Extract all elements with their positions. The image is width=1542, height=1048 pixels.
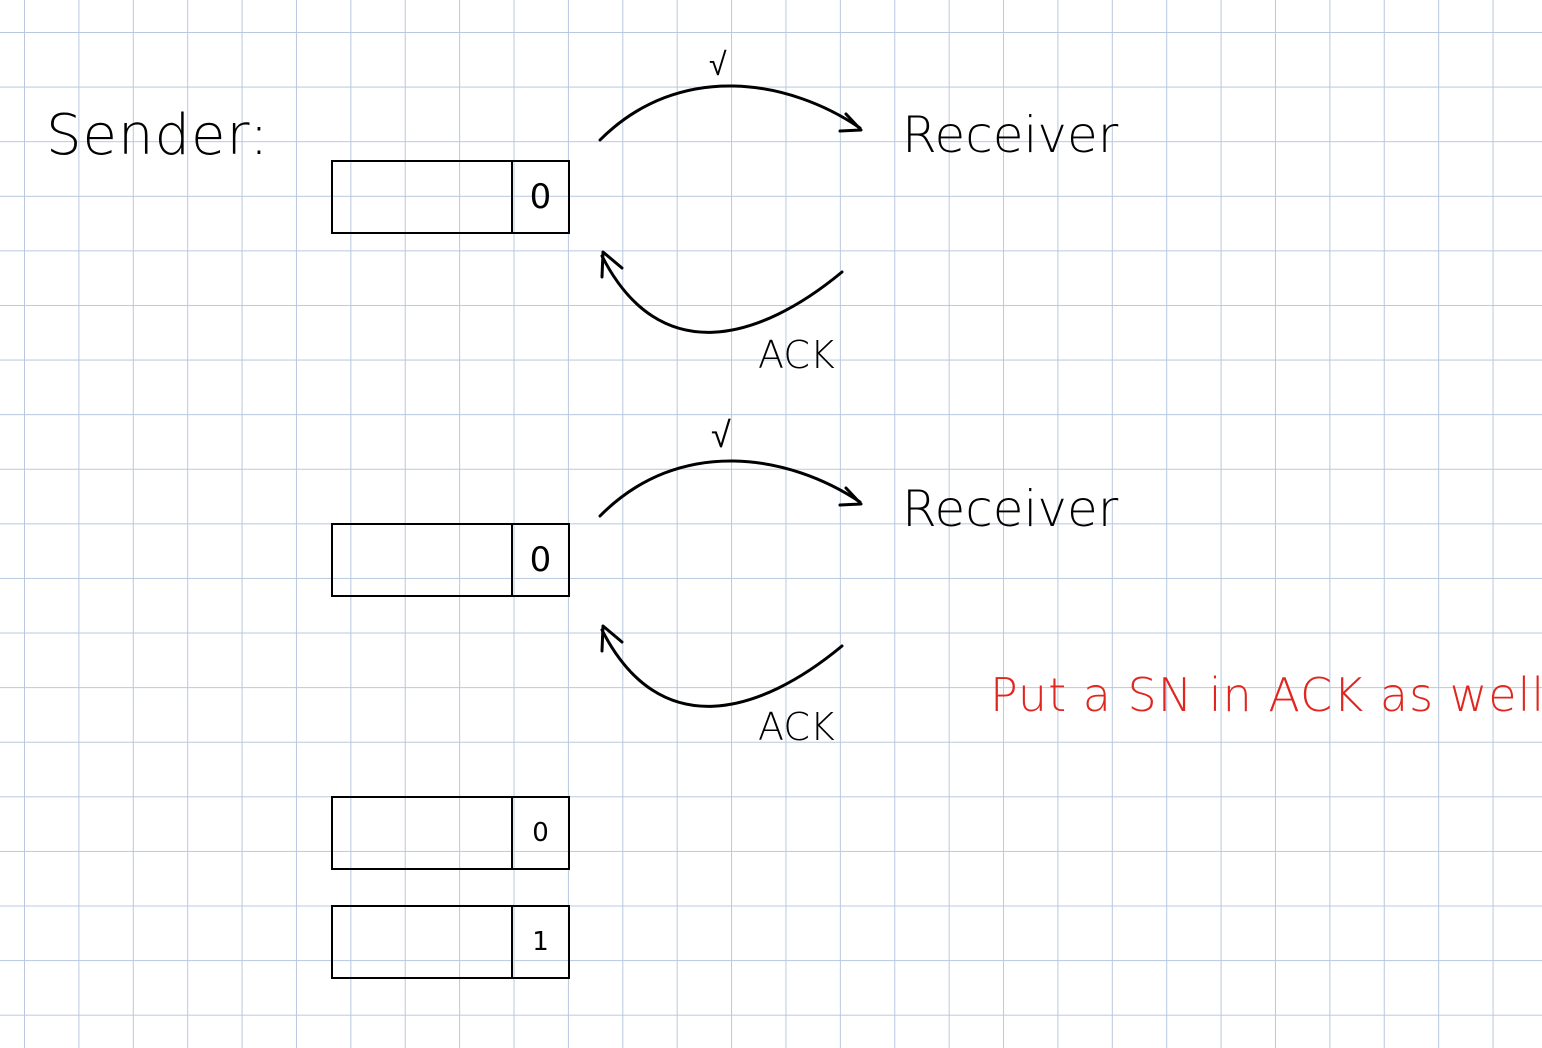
send-arrowhead-2 bbox=[838, 486, 863, 507]
packet-2-payload bbox=[333, 525, 513, 595]
packet-4: 1 bbox=[331, 905, 570, 979]
ack-arrowhead-1 bbox=[600, 250, 624, 279]
ack-arrow-2 bbox=[600, 628, 844, 708]
send-arrowhead-1 bbox=[838, 112, 863, 133]
packet-2-sequence-number: 0 bbox=[529, 540, 552, 580]
packet-4-sequence-number: 1 bbox=[532, 927, 549, 957]
packet-4-payload bbox=[333, 907, 513, 977]
sender-label: Sender: bbox=[46, 103, 270, 168]
check-mark-2: √ bbox=[711, 415, 731, 456]
packet-3: 0 bbox=[331, 796, 570, 870]
send-arrow-1 bbox=[598, 84, 862, 142]
ack-arrowhead-2 bbox=[600, 624, 624, 653]
packet-1-payload bbox=[333, 162, 513, 232]
ack-label-1: ACK bbox=[758, 333, 835, 377]
receiver-label-2: Receiver bbox=[902, 480, 1119, 538]
packet-1-sequence-number: 0 bbox=[529, 177, 552, 217]
packet-1: 0 bbox=[331, 160, 570, 234]
packet-3-payload bbox=[333, 798, 513, 868]
receiver-label-1: Receiver bbox=[902, 106, 1119, 164]
check-mark-1: √ bbox=[709, 45, 727, 83]
ack-label-2: ACK bbox=[758, 705, 835, 749]
send-arrow-2 bbox=[598, 459, 862, 518]
packet-3-sequence-number: 0 bbox=[532, 818, 549, 848]
packet-2: 0 bbox=[331, 523, 570, 597]
ack-arrow-1 bbox=[600, 254, 844, 334]
sequence-number-note: Put a SN in ACK as well bbox=[990, 668, 1542, 722]
